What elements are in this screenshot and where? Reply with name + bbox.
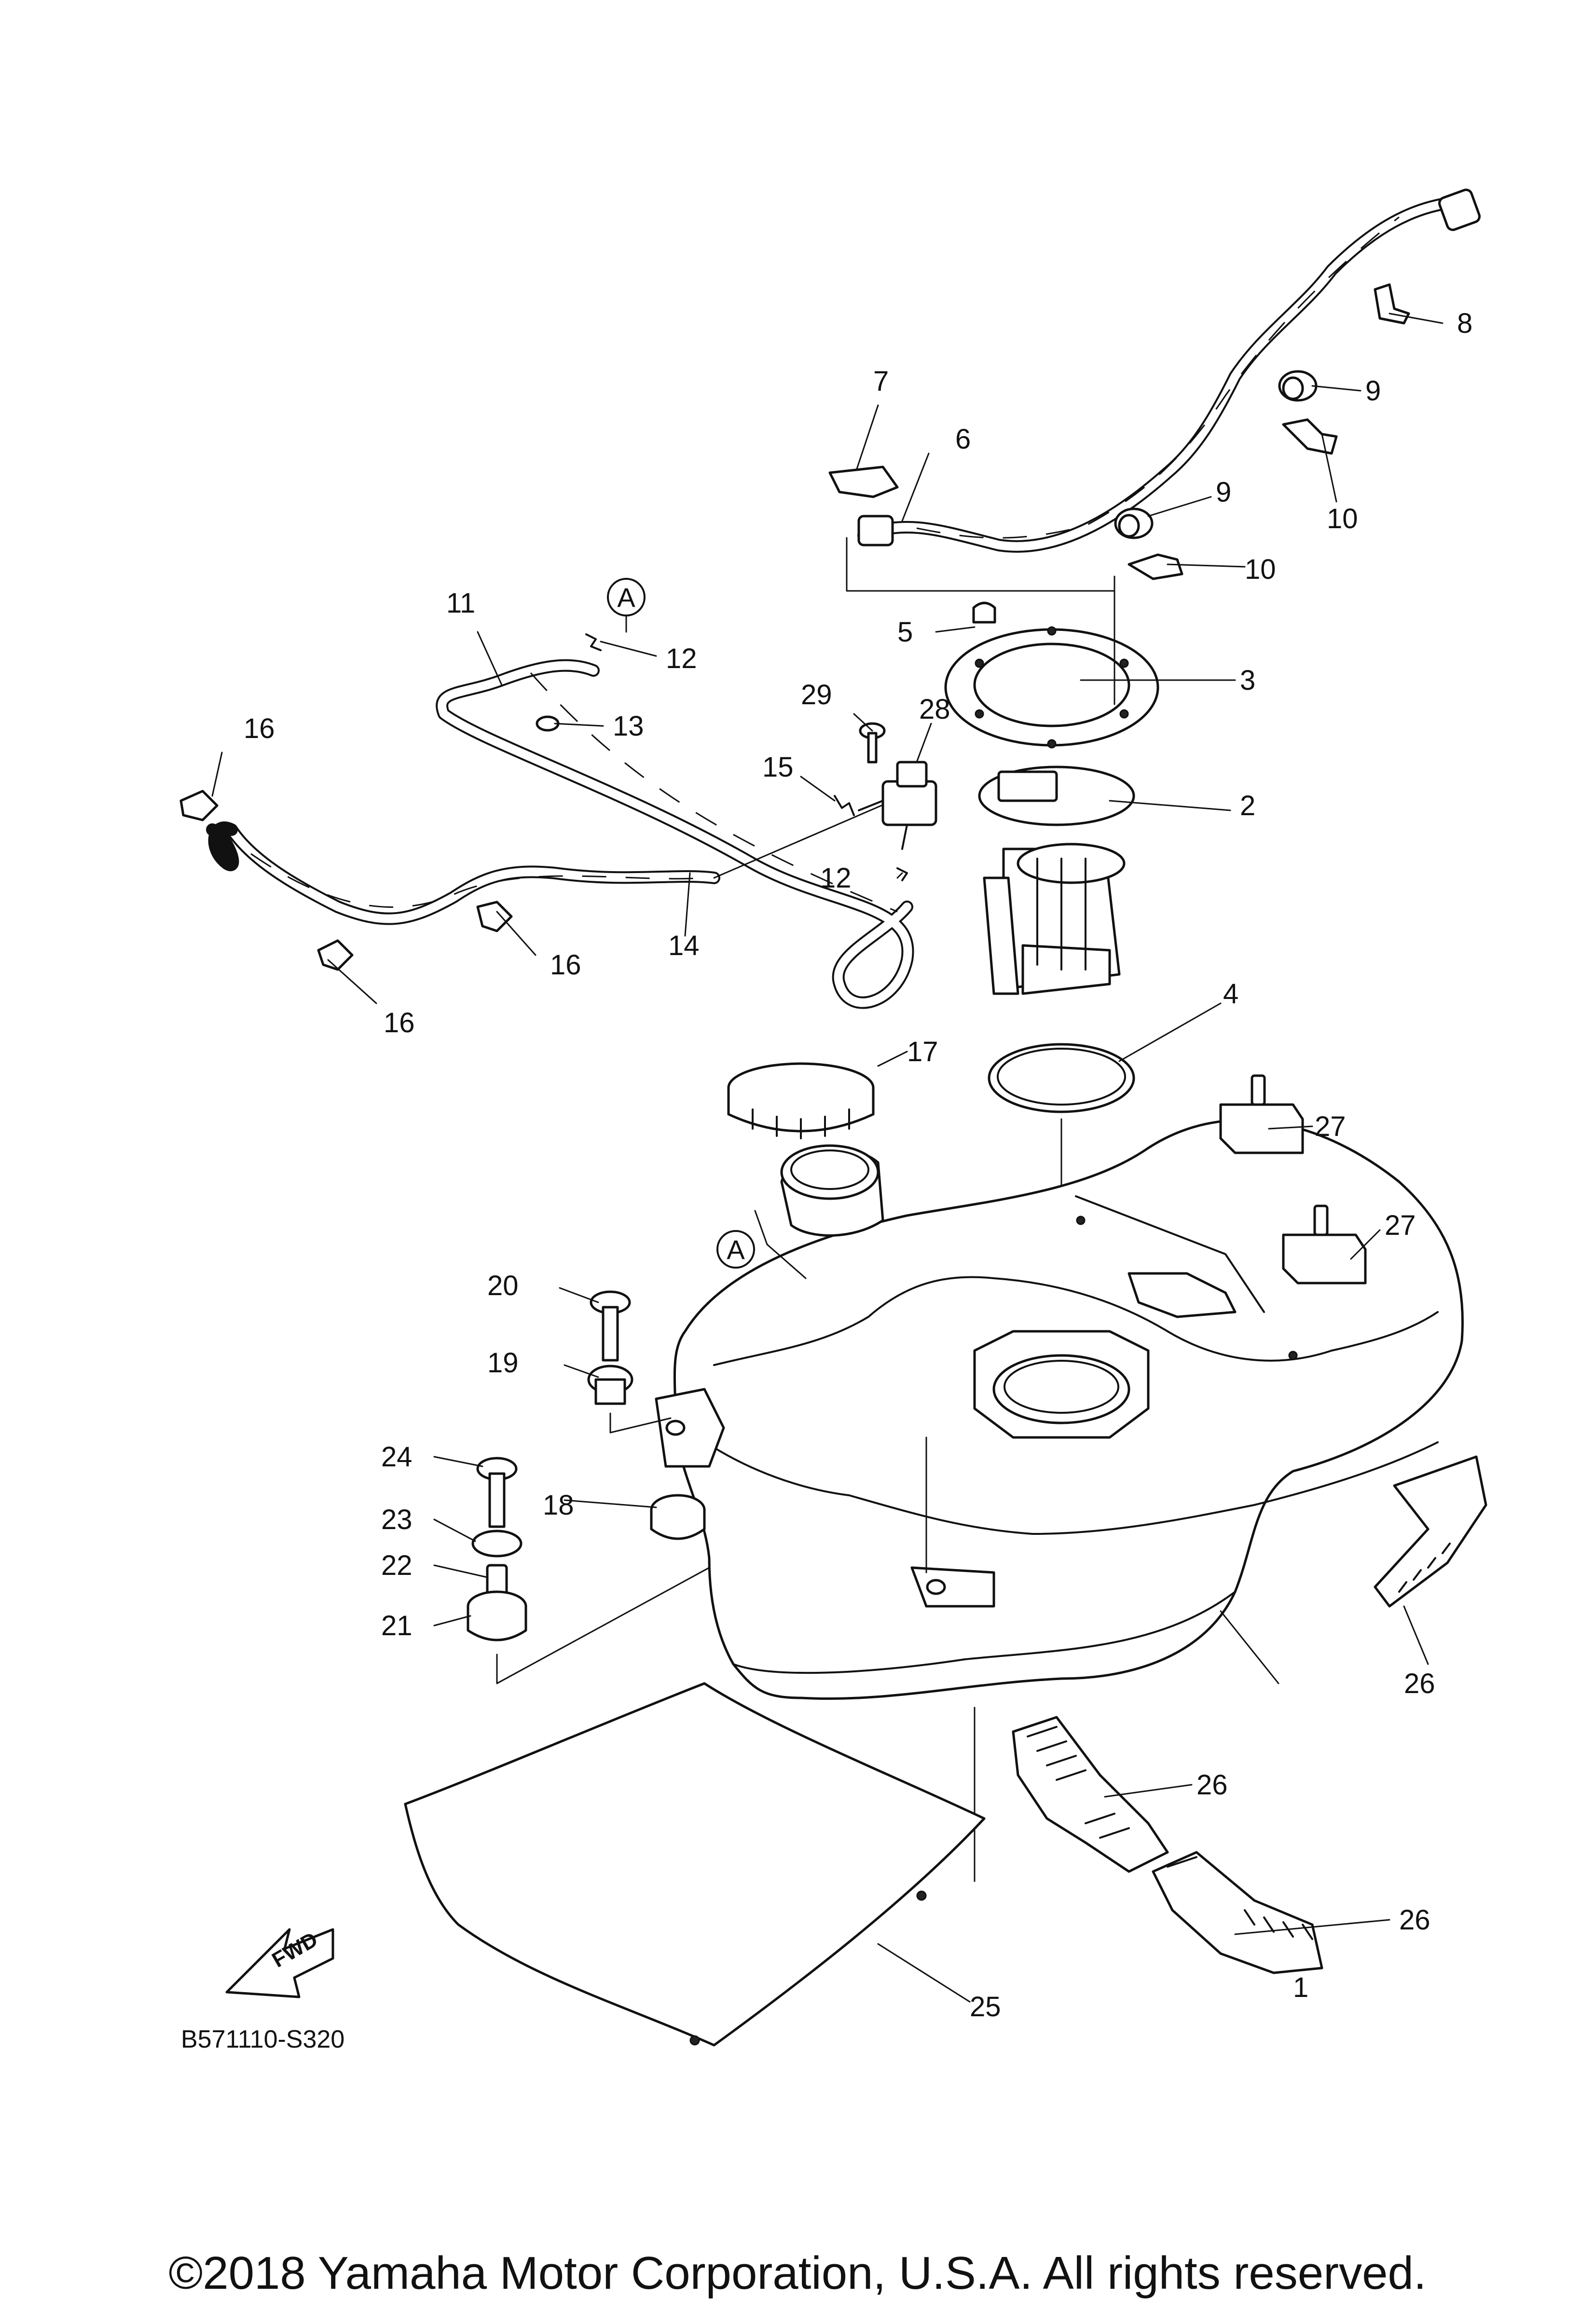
callout-6: 6 <box>955 424 971 455</box>
callout-25: 25 <box>970 1991 1001 2023</box>
callout-22: 22 <box>381 1550 412 1581</box>
callout-15: 15 <box>762 752 794 783</box>
callout-16b: 16 <box>550 949 581 981</box>
callout-16a: 16 <box>244 713 275 744</box>
heat-shield-26 <box>1374 1455 1487 1608</box>
clamp-7 <box>828 465 899 498</box>
callout-20: 20 <box>487 1270 519 1301</box>
callout-23: 23 <box>381 1504 412 1535</box>
clamps-16 <box>179 790 513 971</box>
callout-12b: 12 <box>820 862 852 894</box>
diagram-code: B571110-S320 <box>181 2025 344 2053</box>
callout-26c: 26 <box>1399 1904 1430 1936</box>
valve-28 <box>858 761 937 850</box>
callout-5: 5 <box>897 616 913 648</box>
breather-hose-14 <box>206 821 720 925</box>
clip-12 <box>585 633 908 881</box>
clip-8 <box>1374 283 1410 325</box>
callout-26a: 26 <box>1404 1668 1435 1699</box>
callout-9: 9 <box>1365 375 1381 407</box>
callout-28: 28 <box>919 694 950 725</box>
callout-16c: 16 <box>384 1007 415 1039</box>
filler-cap-17 <box>727 1062 875 1139</box>
svg-text:A: A <box>727 1234 745 1265</box>
copyright-notice: ©2018 Yamaha Motor Corporation, U.S.A. A… <box>168 2247 1426 2299</box>
callout-9b: 9 <box>1216 477 1231 508</box>
mount-27 <box>1219 1074 1367 1285</box>
heat-shield-26 <box>1012 1716 1169 1873</box>
callout-labels: 1 2 3 4 5 6 7 8 9 9 10 10 11 12 12 13 14… <box>244 308 1472 2023</box>
grommet-9 <box>1114 370 1318 539</box>
bolt-20 <box>590 1290 631 1362</box>
callout-3: 3 <box>1240 665 1255 696</box>
callout-2: 2 <box>1240 790 1255 821</box>
clamp-10 <box>1128 418 1338 580</box>
damper-18 <box>650 1494 706 1540</box>
gasket-4 <box>988 1043 1135 1113</box>
bolt-29 <box>859 722 886 764</box>
pump-retainer-plate-3 <box>944 626 1159 749</box>
underguard-25 <box>404 1682 986 2047</box>
ref-marker-a: A <box>607 578 646 633</box>
leader-lines <box>211 313 1444 2003</box>
bolt-24 <box>476 1457 518 1528</box>
callout-27b: 27 <box>1385 1210 1416 1241</box>
callout-19: 19 <box>487 1347 519 1379</box>
heat-shield-26 <box>1152 1851 1323 1974</box>
svg-text:A: A <box>617 582 635 613</box>
callout-14: 14 <box>668 930 700 961</box>
callout-8: 8 <box>1457 308 1472 339</box>
breather-hose-11 <box>436 659 914 1009</box>
fuel-pump-2 <box>978 766 1135 995</box>
washer-23 <box>471 1530 522 1558</box>
callout-10: 10 <box>1327 503 1358 534</box>
callout-17: 17 <box>907 1036 938 1067</box>
ref-marker-a: A <box>716 1210 807 1279</box>
callout-10b: 10 <box>1245 554 1276 585</box>
damper-21 <box>467 1590 527 1641</box>
collar-19 <box>587 1365 633 1405</box>
clip-15 <box>834 795 855 816</box>
callout-13: 13 <box>613 711 644 742</box>
callout-24: 24 <box>381 1441 412 1473</box>
callout-18: 18 <box>543 1490 574 1521</box>
nut-5 <box>972 602 996 624</box>
fuel-hose-6 <box>857 189 1481 553</box>
fuel-tank-1 <box>655 1119 1464 1700</box>
callout-26b: 26 <box>1196 1769 1228 1801</box>
callout-21: 21 <box>381 1610 412 1641</box>
callout-29: 29 <box>801 679 832 711</box>
callout-11: 11 <box>446 588 475 619</box>
callout-7: 7 <box>873 366 889 397</box>
callout-4: 4 <box>1223 978 1238 1010</box>
fwd-arrow-icon: FWD <box>225 1928 334 1998</box>
callout-27a: 27 <box>1315 1111 1346 1142</box>
callout-12: 12 <box>666 643 697 674</box>
callout-1: 1 <box>1293 1972 1308 2003</box>
